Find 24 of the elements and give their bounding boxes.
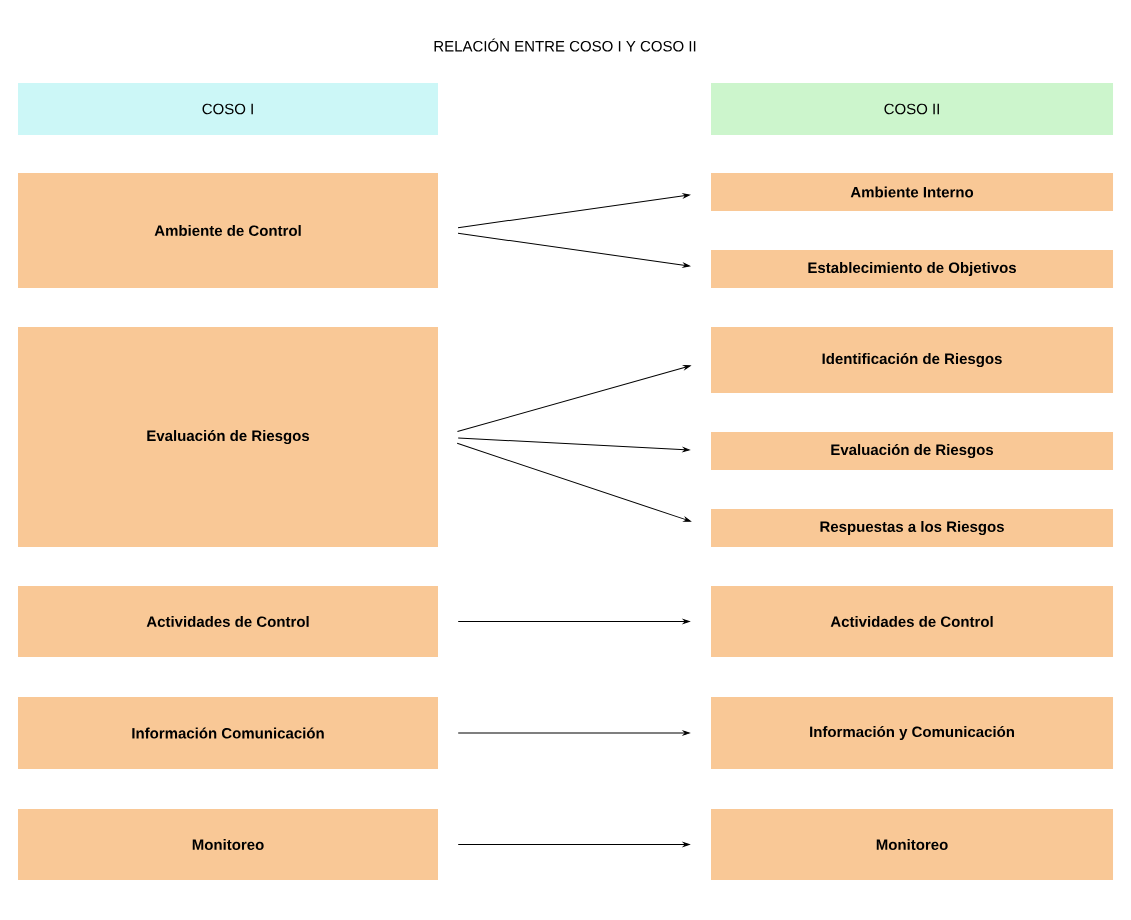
- component-box: Actividades de Control: [18, 586, 438, 657]
- column-header: COSO I: [18, 83, 438, 135]
- arrow: [456, 442, 691, 522]
- component-box: Identificación de Riesgos: [711, 327, 1113, 393]
- component-box: Actividades de Control: [711, 586, 1113, 657]
- arrow: [457, 193, 690, 229]
- arrow: [457, 232, 690, 268]
- arrow: [456, 365, 691, 433]
- component-box: Respuestas a los Riesgos: [711, 509, 1113, 547]
- arrow: [457, 842, 690, 847]
- component-box: Información Comunicación: [18, 697, 438, 769]
- arrow: [457, 437, 690, 452]
- component-box: Ambiente Interno: [711, 173, 1113, 211]
- component-box: Evaluación de Riesgos: [18, 327, 438, 547]
- component-box: Monitoreo: [18, 809, 438, 880]
- component-box: Establecimiento de Objetivos: [711, 250, 1113, 288]
- component-box: Ambiente de Control: [18, 173, 438, 288]
- arrow: [457, 619, 690, 624]
- title: RELACIÓN ENTRE COSO I Y COSO II: [434, 38, 696, 52]
- component-box: Información y Comunicación: [711, 697, 1113, 769]
- component-box: Monitoreo: [711, 809, 1113, 880]
- column-header: COSO II: [711, 83, 1113, 135]
- arrow: [457, 730, 690, 736]
- component-box: Evaluación de Riesgos: [711, 432, 1113, 470]
